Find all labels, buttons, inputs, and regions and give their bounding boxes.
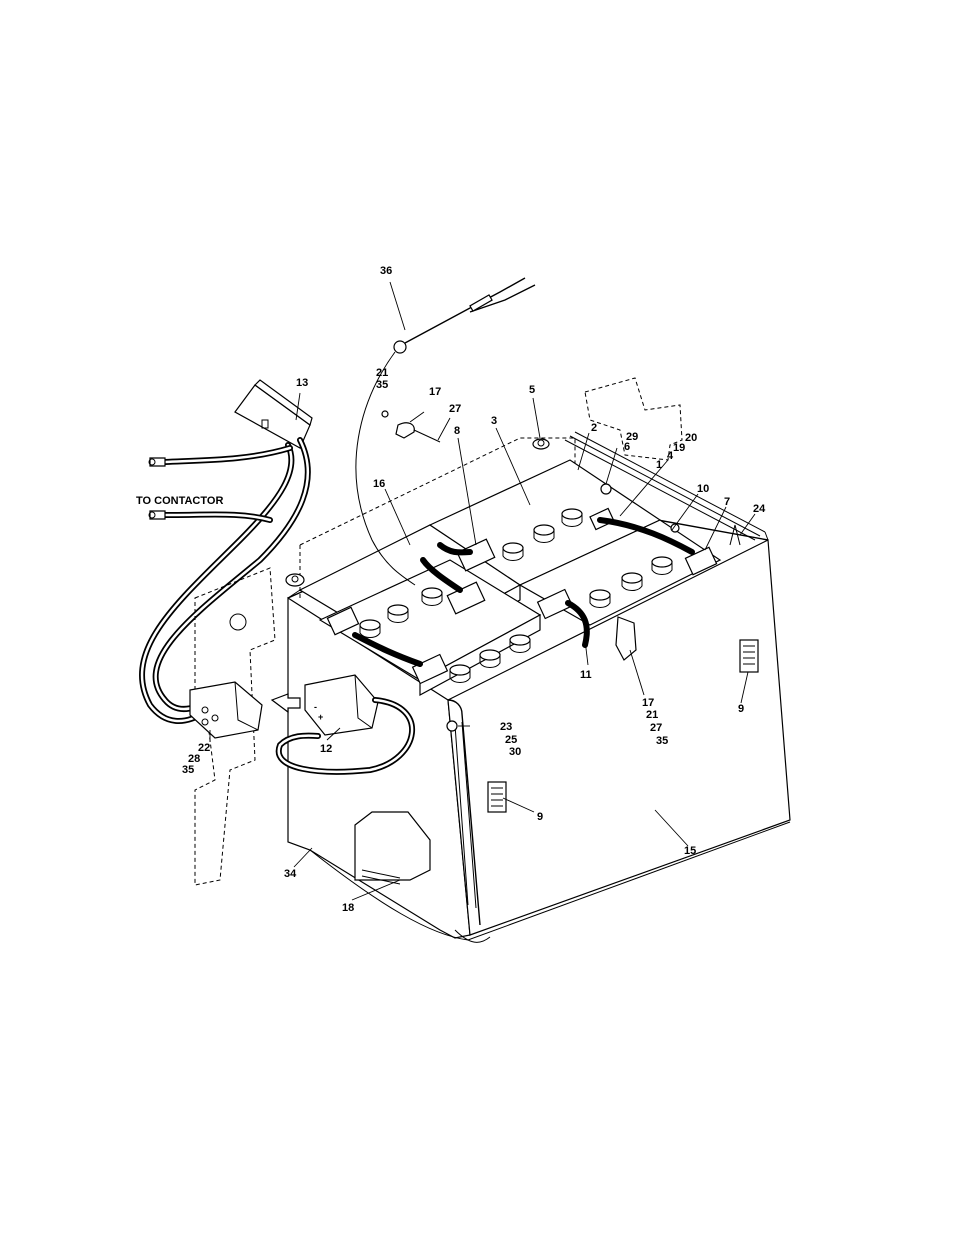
callout-35-side: 35: [656, 735, 668, 747]
hardware: [285, 410, 759, 813]
callouts: 36 13 21 35 17 27 5 3 8 2 29 6 20 19 4 1…: [182, 265, 766, 914]
to-contactor-label: TO CONTACTOR: [136, 495, 223, 507]
callout-25: 25: [505, 734, 517, 746]
interconnect-cables: [352, 517, 695, 667]
callout-8: 8: [454, 425, 460, 437]
callout-19: 19: [673, 442, 685, 454]
callout-9-right: 9: [738, 703, 744, 715]
battery-caps: [326, 507, 718, 685]
callout-7: 7: [724, 496, 730, 508]
callout-12: 12: [320, 743, 332, 755]
callout-17: 17: [429, 386, 441, 398]
mounting-bracket: [194, 567, 276, 886]
callout-15: 15: [684, 845, 696, 857]
callout-36: 36: [380, 265, 392, 277]
svg-text:-: -: [314, 702, 317, 712]
callout-1: 1: [656, 459, 662, 471]
callout-5: 5: [529, 384, 535, 396]
callout-28: 28: [188, 753, 200, 765]
callout-35: 35: [376, 379, 388, 391]
callout-4: 4: [667, 450, 674, 462]
callout-24: 24: [753, 503, 766, 515]
callout-29: 29: [626, 431, 638, 443]
callout-9-front: 9: [537, 811, 543, 823]
callout-22: 22: [198, 742, 210, 754]
callout-16: 16: [373, 478, 385, 490]
callout-20: 20: [685, 432, 697, 444]
callout-27-side: 27: [650, 722, 662, 734]
callout-21-side: 21: [646, 709, 658, 721]
connectors: - +: [189, 674, 416, 775]
rear-bracket: [584, 377, 683, 461]
callout-10: 10: [697, 483, 709, 495]
callout-6: 6: [624, 441, 630, 453]
callout-23: 23: [500, 721, 512, 733]
callout-3: 3: [491, 415, 497, 427]
callout-18: 18: [342, 902, 354, 914]
callout-11: 11: [580, 669, 592, 681]
callout-17-side: 17: [642, 697, 654, 709]
callout-21: 21: [376, 367, 388, 379]
callout-2: 2: [591, 422, 597, 434]
callout-34: 34: [284, 868, 297, 880]
leader-lines: [209, 281, 756, 901]
harness-36: [355, 277, 536, 586]
callout-35-left: 35: [182, 764, 194, 776]
callout-27: 27: [449, 403, 461, 415]
svg-text:+: +: [318, 712, 323, 722]
contactor-cables: [139, 379, 313, 725]
callout-13: 13: [296, 377, 308, 389]
callout-30: 30: [509, 746, 521, 758]
